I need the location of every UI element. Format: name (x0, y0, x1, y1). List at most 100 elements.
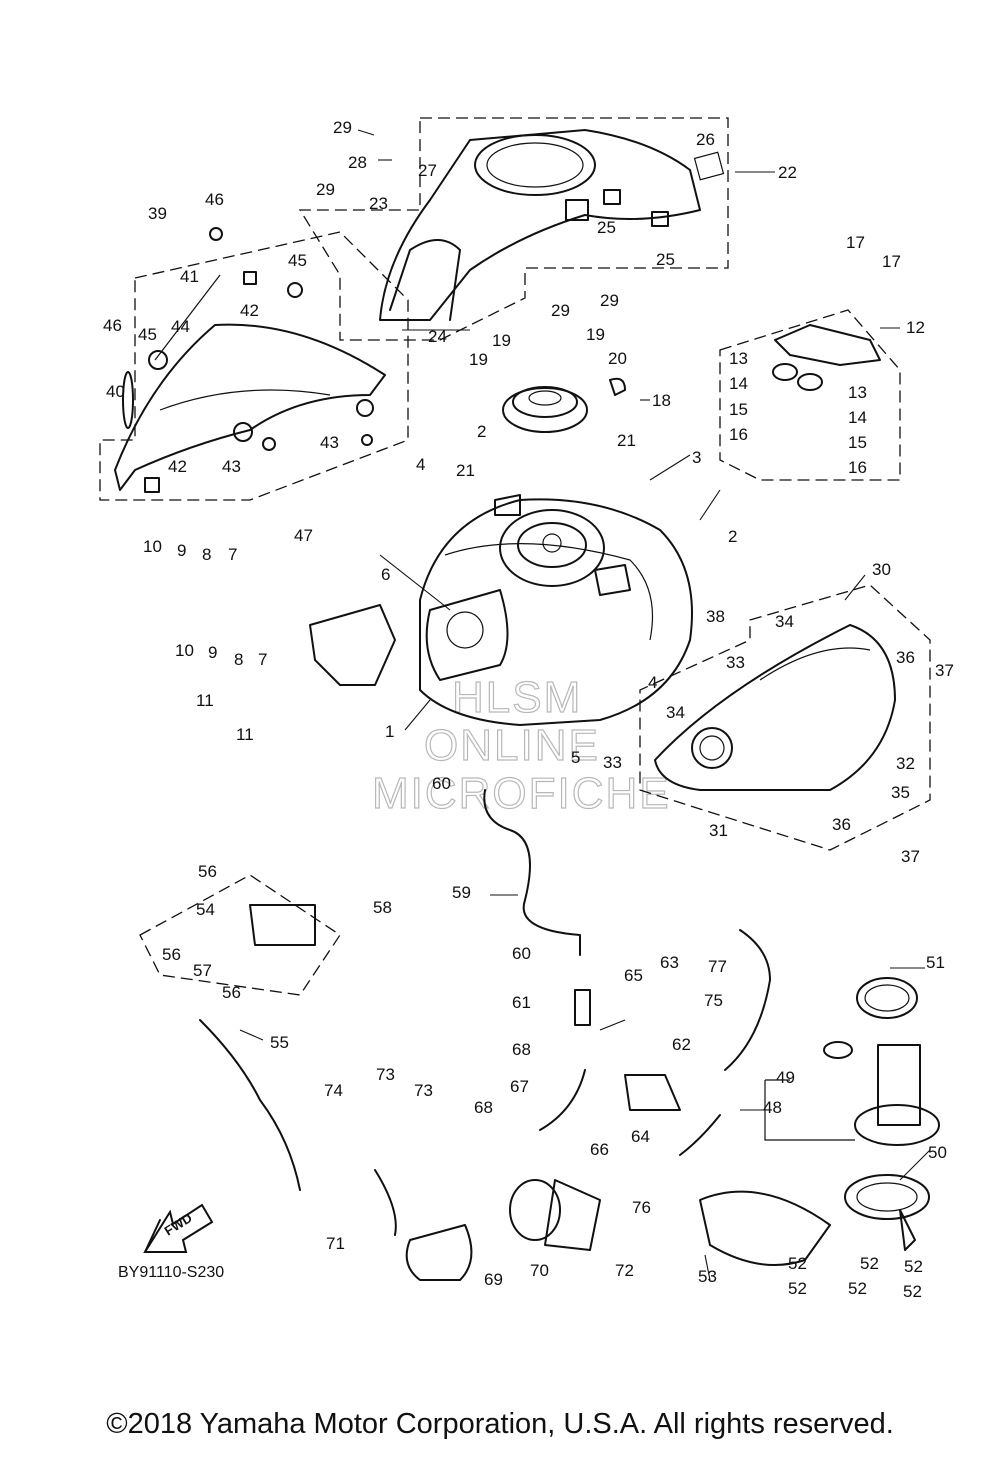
part-label: 13 (729, 349, 748, 368)
part-label: 51 (926, 953, 945, 972)
part-label: 13 (848, 383, 867, 402)
part-label: 10 (175, 641, 194, 660)
bracket-6 (309, 604, 396, 686)
part-label: 36 (832, 815, 851, 834)
part-label: 54 (196, 900, 215, 919)
part-label: 24 (428, 327, 447, 346)
part-label: 11 (196, 691, 214, 710)
part-label: 74 (324, 1081, 343, 1100)
part-label: 29 (316, 180, 335, 199)
part-label: 26 (696, 130, 715, 149)
part-label: 4 (416, 455, 425, 474)
part-label: 8 (202, 545, 211, 564)
part-label: 47 (294, 526, 313, 545)
part-label: 7 (258, 650, 267, 669)
part-label: 66 (590, 1140, 609, 1159)
part-label: 55 (270, 1033, 289, 1052)
leader-lines (239, 129, 931, 1281)
copyright-notice: ©2018 Yamaha Motor Corporation, U.S.A. A… (106, 1408, 894, 1440)
tank-cover (379, 129, 725, 321)
part-label: 19 (469, 350, 488, 369)
part-label: 29 (333, 118, 352, 137)
part-label: 28 (348, 153, 367, 172)
part-label: 15 (848, 433, 867, 452)
part-label: 76 (632, 1198, 651, 1217)
part-label: 32 (896, 754, 915, 773)
part-label: 14 (729, 374, 748, 393)
part-label: 73 (376, 1065, 395, 1084)
side-cover (114, 227, 386, 493)
part-label: 34 (775, 612, 794, 631)
part-label: 42 (168, 457, 187, 476)
seat (654, 624, 896, 791)
part-label: 22 (778, 163, 797, 182)
part-label: 37 (935, 661, 954, 680)
part-label: 12 (906, 318, 925, 337)
part-label: 41 (180, 267, 199, 286)
part-label: 45 (288, 251, 307, 270)
part-label: 53 (698, 1267, 717, 1286)
part-label: 70 (530, 1261, 549, 1280)
part-label: 73 (414, 1081, 433, 1100)
part-label: 17 (882, 252, 901, 271)
bracket (772, 324, 881, 391)
part-label: 52 (788, 1279, 807, 1298)
part-label: 48 (763, 1098, 782, 1117)
part-label: 52 (848, 1279, 867, 1298)
part-label: 60 (512, 944, 531, 963)
part-label: 8 (234, 650, 243, 669)
part-label: 19 (586, 325, 605, 344)
part-label: 62 (672, 1035, 691, 1054)
part-label: 9 (208, 643, 217, 662)
part-label: 33 (603, 753, 622, 772)
part-label: 72 (615, 1261, 634, 1280)
part-label: 5 (571, 748, 580, 767)
part-label: 23 (369, 194, 388, 213)
part-label: 46 (205, 190, 224, 209)
watermark: HLSM ONLINE MICROFICHE (371, 672, 669, 818)
part-label: 21 (456, 461, 475, 480)
fuel-tank (419, 494, 693, 726)
part-label: 42 (240, 301, 259, 320)
part-label: 57 (193, 961, 212, 980)
part-label: 65 (624, 966, 643, 985)
part-label: 68 (474, 1098, 493, 1117)
part-label: 61 (512, 993, 531, 1012)
hoses (199, 789, 831, 1266)
part-label: 75 (704, 991, 723, 1010)
part-label: 14 (848, 408, 867, 427)
part-label: 52 (788, 1254, 807, 1273)
part-label: 2 (728, 527, 737, 546)
part-label: 3 (692, 448, 701, 467)
diagram-code: BY91110-S230 (118, 1264, 225, 1281)
part-label: 52 (903, 1282, 922, 1301)
part-label: 15 (729, 400, 748, 419)
group-outlines (99, 117, 931, 1141)
part-label: 77 (708, 957, 727, 976)
watermark-line-1: HLSM (452, 673, 582, 722)
part-label: 69 (484, 1270, 503, 1289)
part-label: 29 (600, 291, 619, 310)
part-label: 59 (452, 883, 471, 902)
part-label: 33 (726, 653, 745, 672)
part-label: 16 (848, 458, 867, 477)
part-label: 63 (660, 953, 679, 972)
part-label: 43 (320, 433, 339, 452)
part-label: 27 (418, 161, 437, 180)
part-label: 10 (143, 537, 162, 556)
part-label: 39 (148, 204, 167, 223)
part-labels: 1 2 2 3 4 4 5 6 7 7 8 8 9 9 10 10 11 11 … (103, 118, 954, 1301)
part-label: 56 (222, 983, 241, 1002)
part-label: 35 (891, 783, 910, 802)
part-label: 71 (326, 1234, 345, 1253)
part-label: 49 (776, 1068, 795, 1087)
part-label: 11 (236, 725, 254, 744)
part-label: 29 (551, 301, 570, 320)
part-label: 56 (162, 945, 181, 964)
part-label: 68 (512, 1040, 531, 1059)
part-label: 20 (608, 349, 627, 368)
part-label: 36 (896, 648, 915, 667)
part-label: 52 (904, 1257, 923, 1276)
part-label: 64 (631, 1127, 650, 1146)
